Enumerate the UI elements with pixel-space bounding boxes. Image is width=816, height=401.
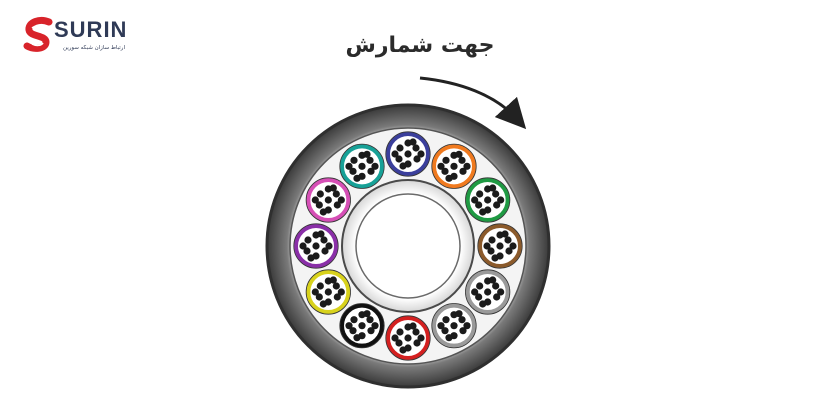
- fiber-tube-10: [293, 223, 339, 269]
- fiber-tube-7: [385, 315, 431, 361]
- loose-tubes: [293, 131, 523, 361]
- surin-logo-icon: [23, 16, 53, 52]
- fiber-tube-1: [385, 131, 431, 177]
- fiber-tube-3: [465, 177, 511, 223]
- fiber-tube-2: [431, 143, 477, 189]
- brand-tagline: ارتباط سازان شبکه سورین: [63, 45, 125, 51]
- fiber-tube-12: [339, 143, 385, 189]
- fiber-tube-8: [339, 303, 385, 349]
- fiber-tube-4: [477, 223, 523, 269]
- brand-name: SURIN: [54, 17, 128, 42]
- surin-logo: SURIN ارتباط سازان شبکه سورین: [22, 14, 132, 60]
- clockwise-arrow: [419, 76, 527, 130]
- fiber-tube-11: [305, 177, 351, 223]
- fiber-tube-9: [305, 269, 351, 315]
- fiber-tube-6: [431, 303, 477, 349]
- fiber-tube-5: [465, 269, 511, 315]
- central-strength-member: [355, 193, 461, 299]
- counting-direction-label: جهت شمارش: [345, 33, 495, 58]
